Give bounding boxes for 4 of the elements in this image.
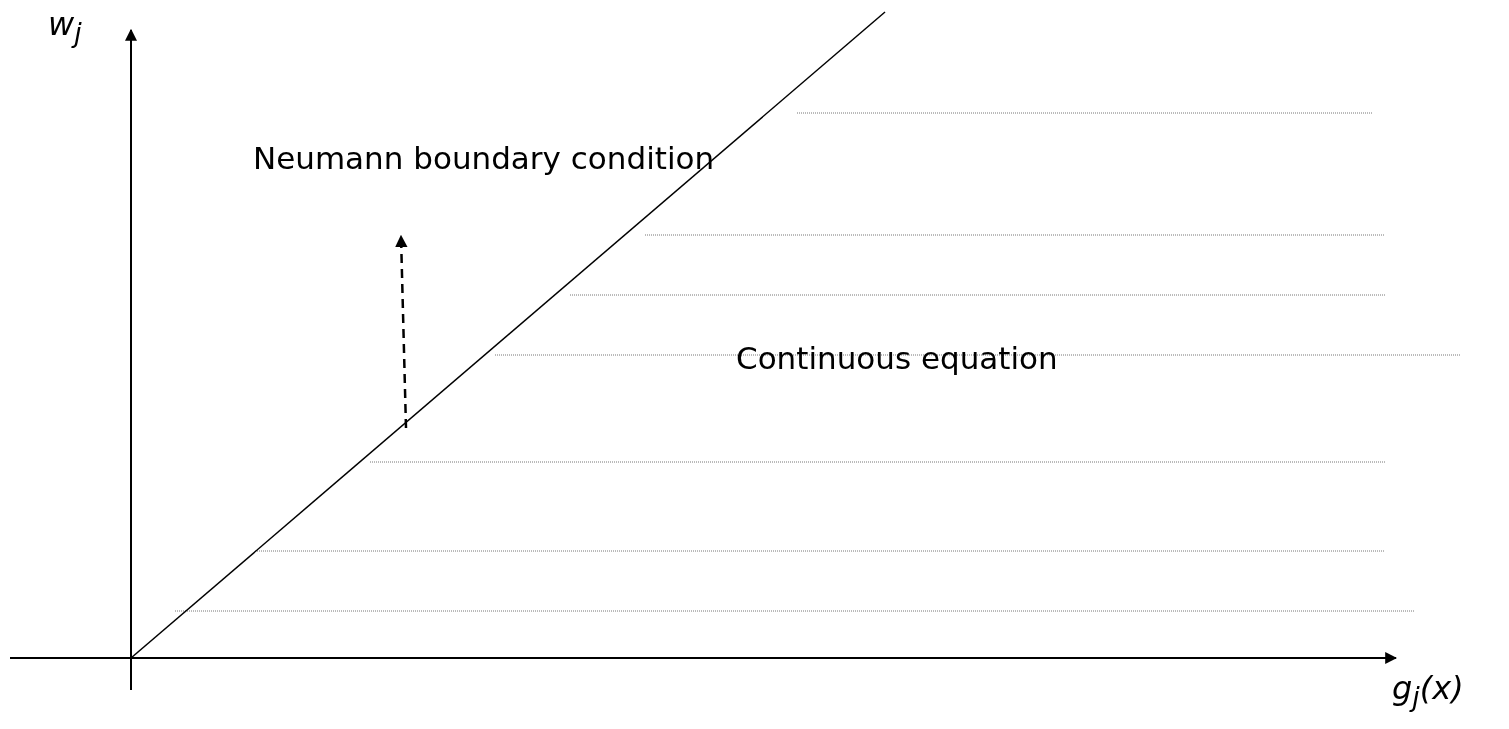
region-label: Neumann boundary condition: [253, 143, 715, 174]
axis-label: w$_{j}$: [48, 8, 82, 48]
axis-label: g$_{j}$(x): [1392, 672, 1464, 712]
region-label: Continuous equation: [736, 343, 1058, 374]
